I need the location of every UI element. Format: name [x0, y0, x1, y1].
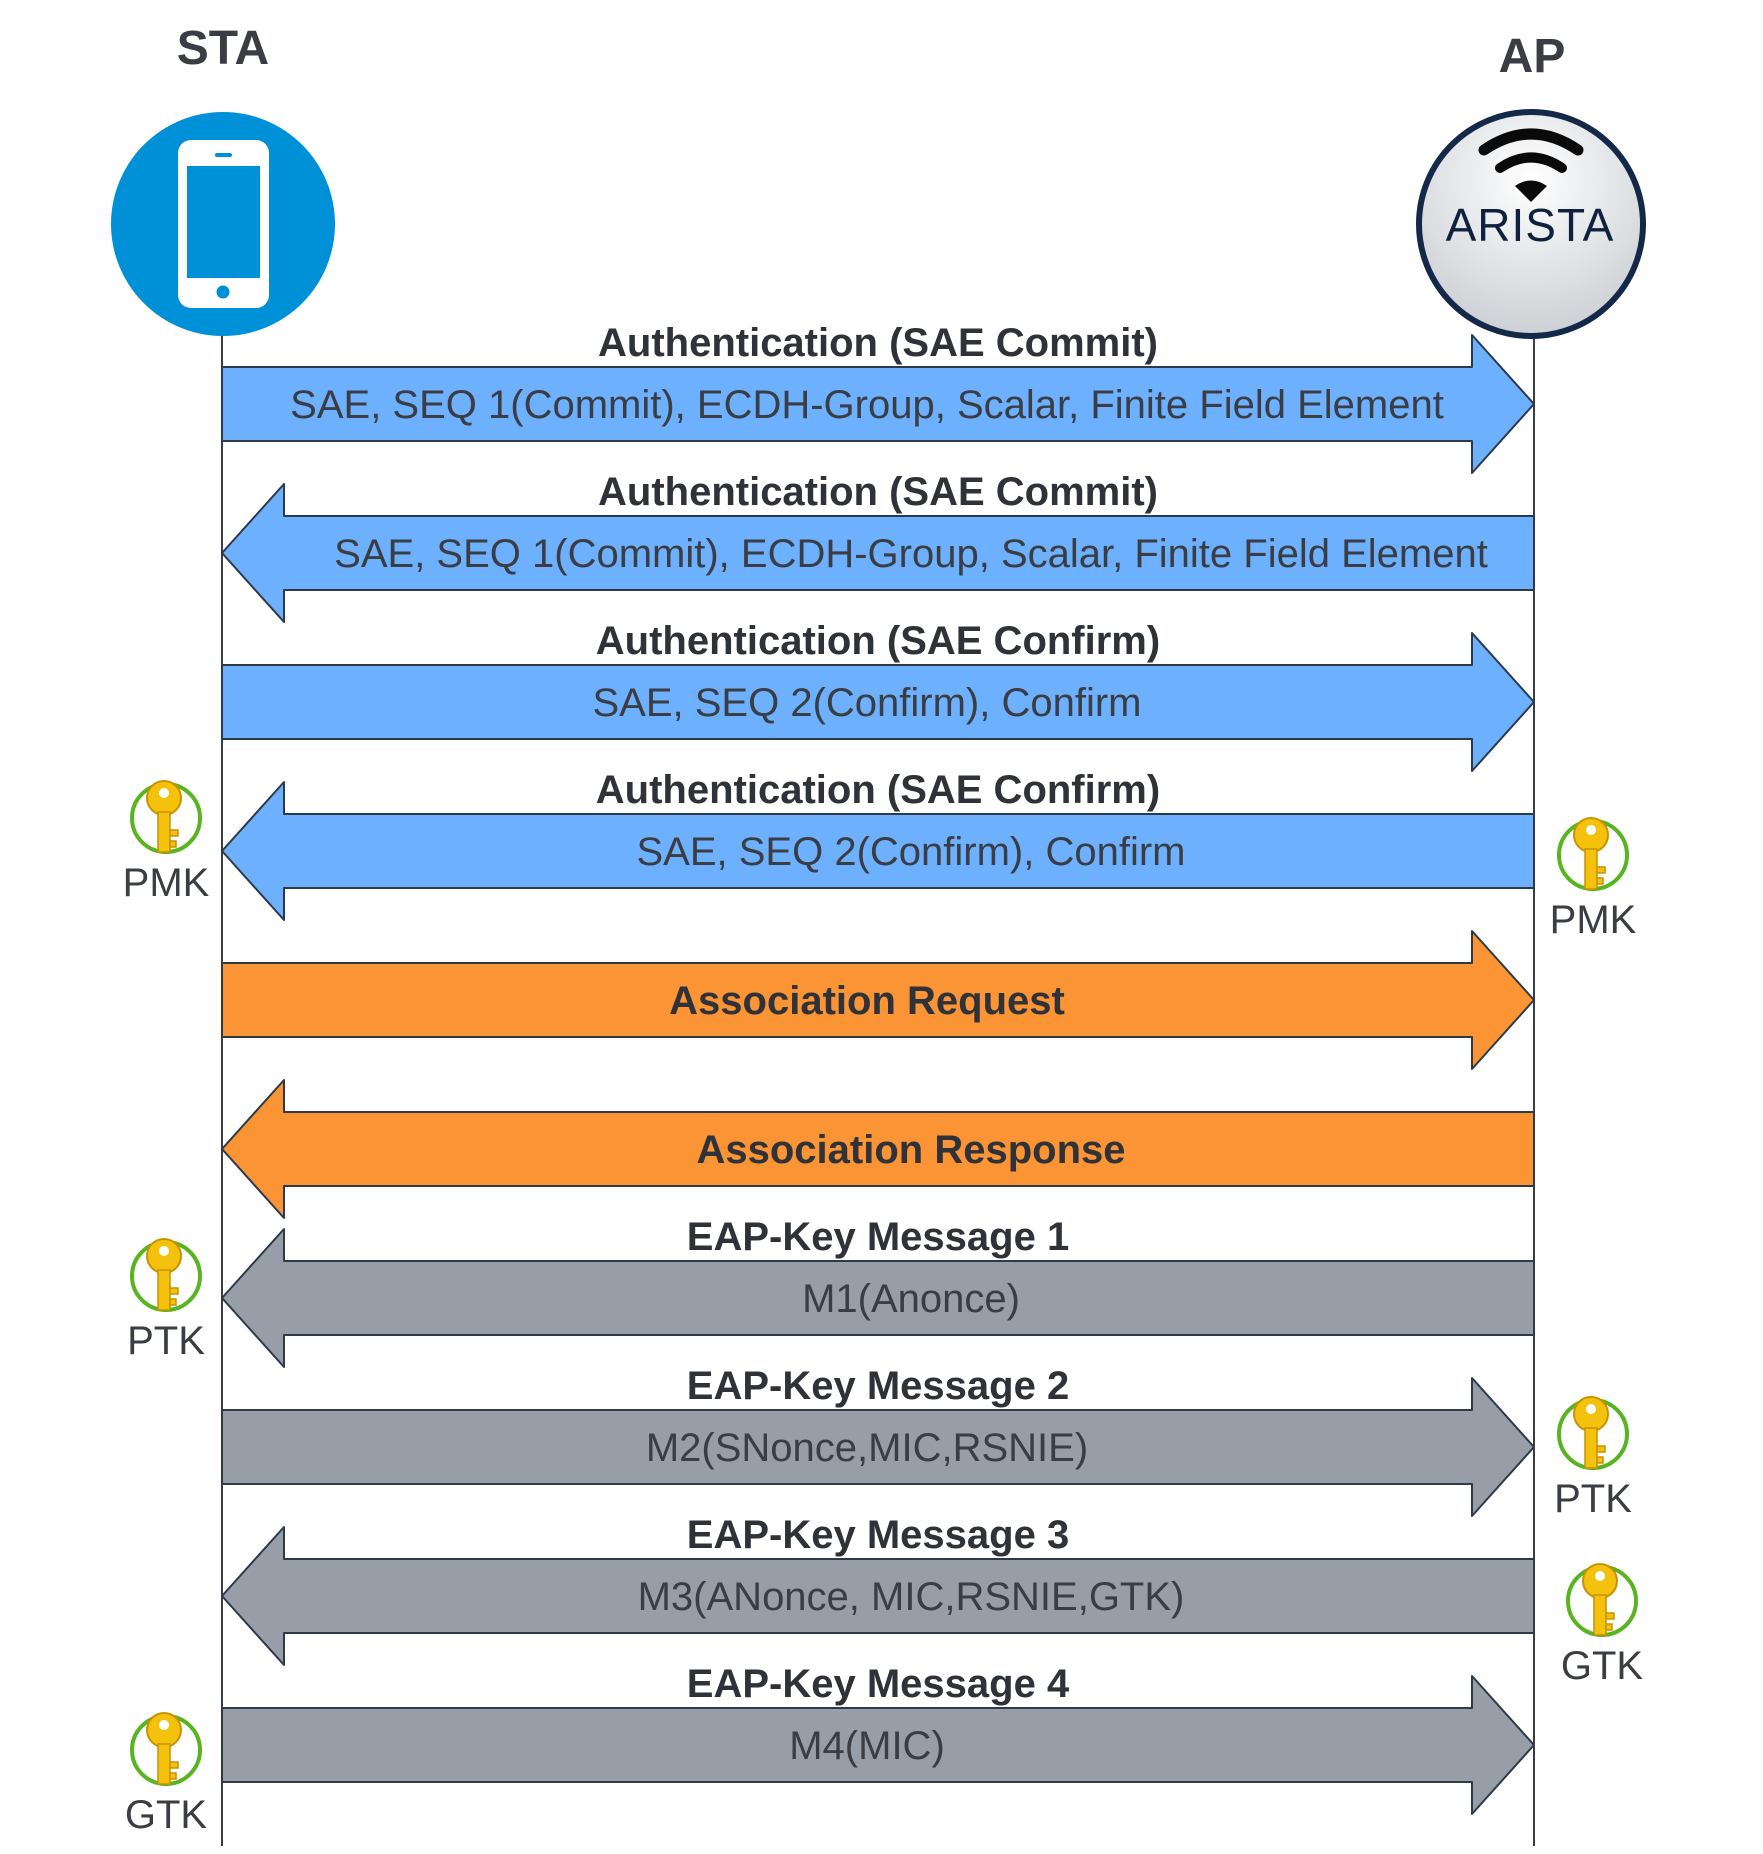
- message-body: SAE, SEQ 2(Confirm), Confirm: [636, 830, 1185, 874]
- key-icon: [130, 780, 202, 854]
- message-body: Association Response: [696, 1128, 1125, 1172]
- arrow-shape: [221, 1377, 1535, 1517]
- arrow-shape: [221, 334, 1535, 474]
- message-title: EAP-Key Message 3: [687, 1513, 1069, 1557]
- key-label: GTK: [1561, 1644, 1644, 1688]
- key-icon: [1566, 1563, 1638, 1637]
- message-arrow-5: Association Request: [221, 930, 1535, 1070]
- brand-logo-text: ARISTA: [1446, 199, 1615, 251]
- message-arrows: Authentication (SAE Commit) SAE, SEQ 1(Co…: [221, 321, 1535, 1815]
- message-arrow-8: EAP-Key Message 2 M2(SNonce,MIC,RSNIE): [221, 1364, 1535, 1517]
- key-label: PTK: [1554, 1477, 1632, 1521]
- message-title: Authentication (SAE Commit): [598, 470, 1158, 514]
- message-body: M2(SNonce,MIC,RSNIE): [646, 1426, 1088, 1470]
- message-arrow-7: EAP-Key Message 1 M1(Anonce): [221, 1215, 1535, 1368]
- message-title: EAP-Key Message 4: [687, 1662, 1070, 1706]
- arrow-shape: [221, 483, 1535, 623]
- key-label: PMK: [1550, 898, 1637, 942]
- key-marker-ptk-right: PTK: [1554, 1396, 1632, 1521]
- key-icon: [130, 1238, 202, 1312]
- arrow-shape: [221, 930, 1535, 1070]
- message-arrow-1: Authentication (SAE Commit) SAE, SEQ 1(Co…: [221, 321, 1535, 474]
- wifi-access-point-icon: ARISTA: [1416, 109, 1646, 339]
- message-title: Authentication (SAE Confirm): [596, 619, 1160, 663]
- message-body: M3(ANonce, MIC,RSNIE,GTK): [638, 1575, 1185, 1619]
- message-body: SAE, SEQ 1(Commit), ECDH-Group, Scalar, …: [290, 383, 1444, 427]
- arrow-shape: [221, 781, 1535, 921]
- arrow-shape: [221, 1675, 1535, 1815]
- message-title: Authentication (SAE Commit): [598, 321, 1158, 365]
- sta-label: STA: [177, 22, 269, 75]
- arrow-shape: [221, 632, 1535, 772]
- message-arrow-4: Authentication (SAE Confirm) SAE, SEQ 2(C…: [221, 768, 1535, 921]
- arrow-shape: [221, 1526, 1535, 1666]
- key-icon: [1557, 817, 1629, 891]
- key-marker-ptk-left: PTK: [127, 1238, 205, 1363]
- message-body: SAE, SEQ 1(Commit), ECDH-Group, Scalar, …: [334, 532, 1488, 576]
- key-markers: PMK PMK PTK PTK GTK GTK: [123, 780, 1644, 1837]
- arrow-shape: [221, 1079, 1535, 1219]
- message-arrow-6: Association Response: [221, 1079, 1535, 1219]
- message-body: M1(Anonce): [802, 1277, 1020, 1321]
- message-arrow-10: EAP-Key Message 4 M4(MIC): [221, 1662, 1535, 1815]
- smartphone-icon: [111, 112, 335, 336]
- key-icon: [130, 1712, 202, 1786]
- message-body: SAE, SEQ 2(Confirm), Confirm: [592, 681, 1141, 725]
- message-title: EAP-Key Message 2: [687, 1364, 1069, 1408]
- ap-label: AP: [1499, 30, 1566, 83]
- key-label: PMK: [123, 861, 210, 905]
- key-label: GTK: [125, 1793, 208, 1837]
- key-marker-pmk-right: PMK: [1550, 817, 1637, 942]
- message-arrow-3: Authentication (SAE Confirm) SAE, SEQ 2(C…: [221, 619, 1535, 772]
- key-marker-gtk-right: GTK: [1561, 1563, 1644, 1688]
- key-marker-gtk-left: GTK: [125, 1712, 208, 1837]
- message-title: EAP-Key Message 1: [687, 1215, 1069, 1259]
- message-arrow-9: EAP-Key Message 3 M3(ANonce, MIC,RSNIE,GT…: [221, 1513, 1535, 1666]
- message-body: Association Request: [669, 979, 1065, 1023]
- message-title: Authentication (SAE Confirm): [596, 768, 1160, 812]
- key-marker-pmk-left: PMK: [123, 780, 210, 905]
- key-icon: [1557, 1396, 1629, 1470]
- message-body: M4(MIC): [789, 1724, 945, 1768]
- message-arrow-2: Authentication (SAE Commit) SAE, SEQ 1(Co…: [221, 470, 1535, 623]
- key-label: PTK: [127, 1319, 205, 1363]
- arrow-shape: [221, 1228, 1535, 1368]
